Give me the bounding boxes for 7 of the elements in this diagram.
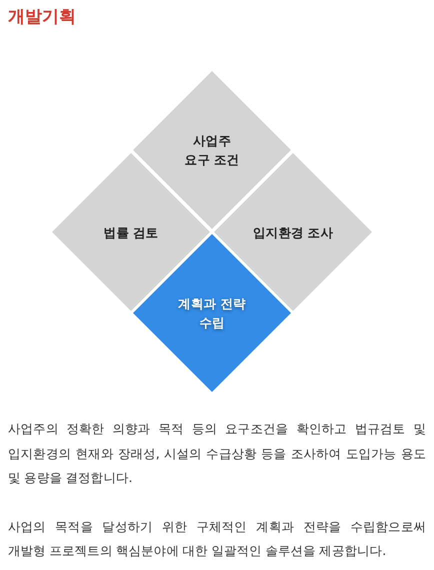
tile-label: 사업주 요구 조건 <box>184 132 240 169</box>
description-paragraph: 사업주의 정확한 의향과 목적 등의 요구조건을 확인하고 법규검토 및 입지환경의 현재와 장래성, 시설의 수급상황 등을 조사하여 도입가능 용도 및 용량을 결정합니다. <box>8 420 426 487</box>
tile-label: 법률 검토 <box>104 224 158 242</box>
tile-label: 계획과 전략 수립 <box>177 295 247 332</box>
page-title: 개발기획 <box>8 6 76 28</box>
description-paragraph: 사업의 목적을 달성하기 위한 구체적인 계획과 전략을 수립함으로써 개발형 프로젝트의 핵심분야에 대한 일괄적인 솔루션을 제공합니다. <box>8 518 426 560</box>
tile-label: 입지환경 조사 <box>252 224 334 242</box>
